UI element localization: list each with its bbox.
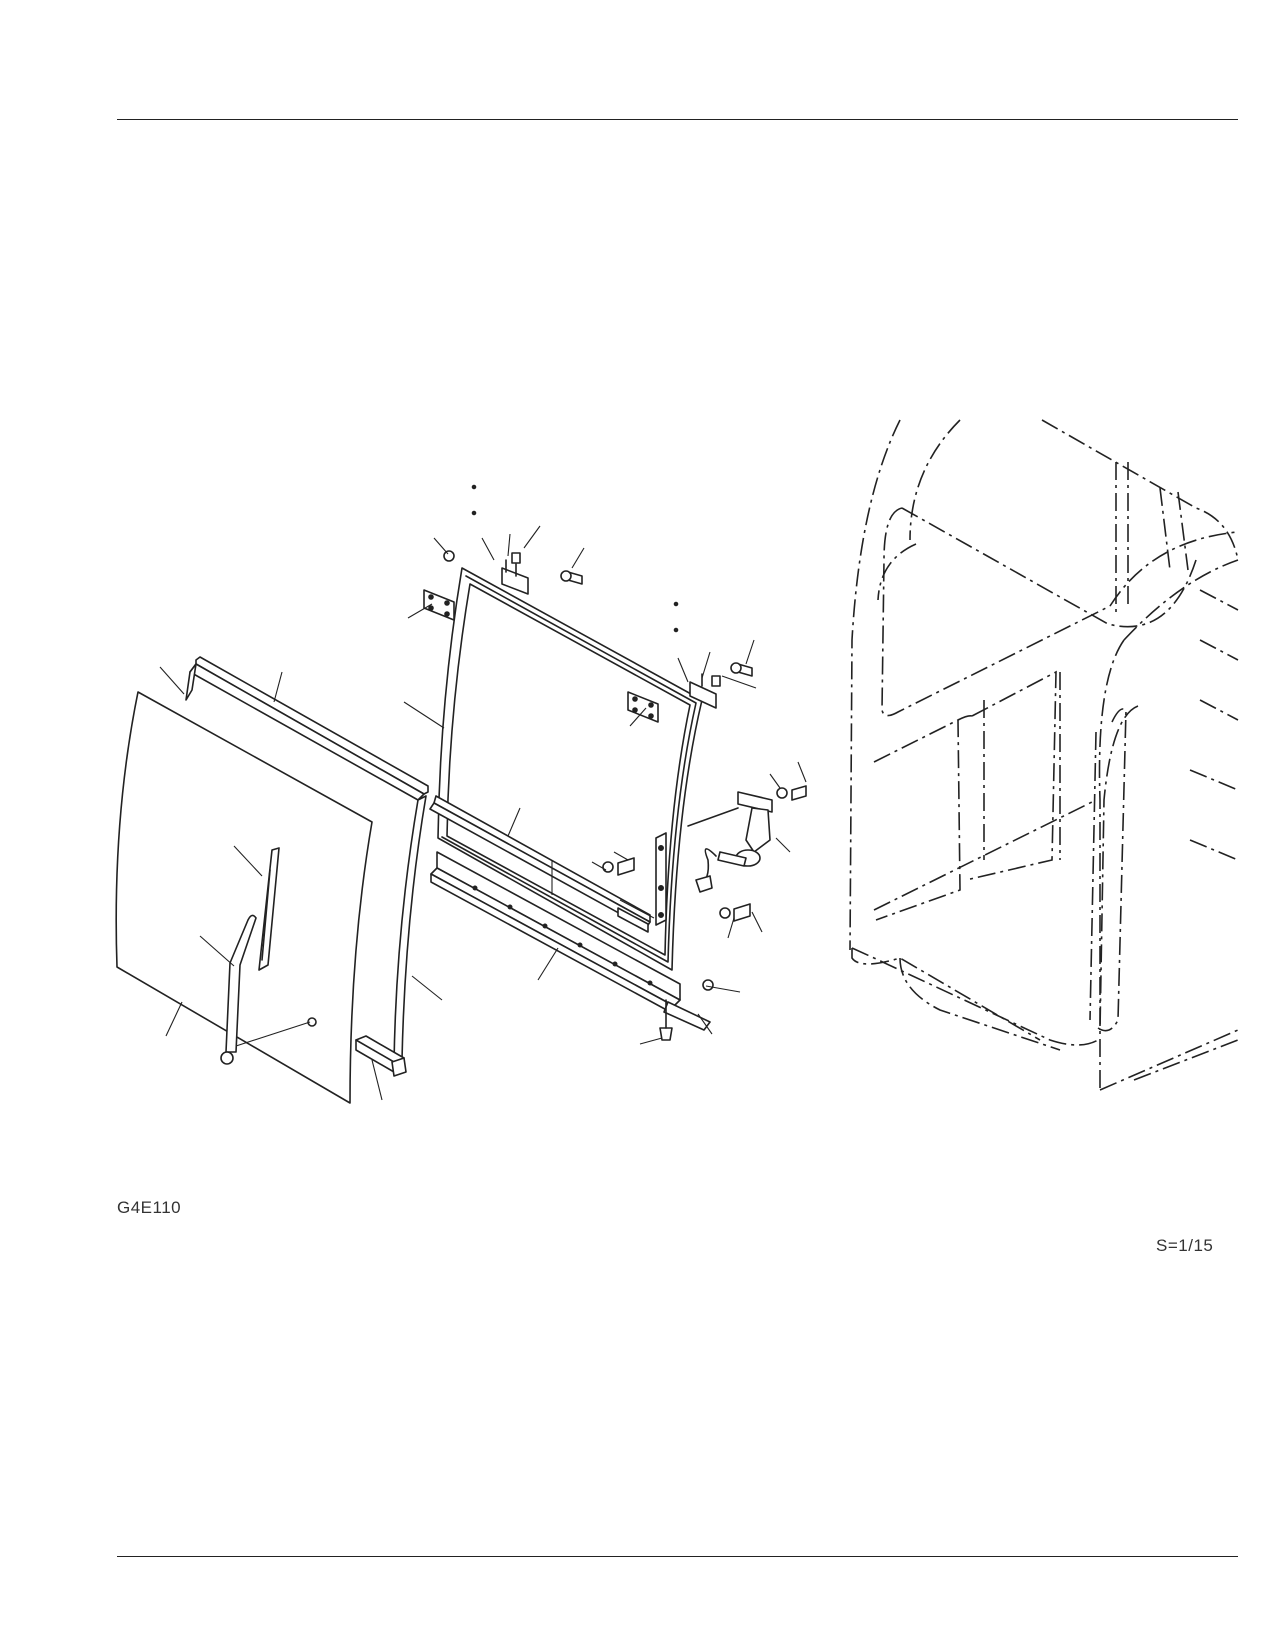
hinge-bracket-left <box>501 552 583 595</box>
figure-code: G4E110 <box>117 1198 182 1217</box>
window-frame <box>437 567 703 971</box>
leader-lines <box>159 525 807 1101</box>
hinge-bracket-right <box>689 662 753 709</box>
cab-phantom-outline <box>849 419 1239 1091</box>
footer-rule <box>117 1556 1238 1557</box>
wiper-motor <box>687 791 773 893</box>
glass-top-seal <box>185 656 429 801</box>
glass-guide-bar <box>429 795 655 933</box>
fasteners <box>443 484 807 1041</box>
lower-rail <box>430 851 711 1031</box>
header-rule <box>117 119 1238 120</box>
wiper-arm <box>220 914 317 1065</box>
front-glass-panel <box>115 691 373 1104</box>
wiper-blade <box>258 847 280 971</box>
hinge-plate-left <box>423 589 455 621</box>
glass-side-seal <box>355 795 427 1077</box>
side-mount-plate <box>655 832 667 926</box>
scale-label: S=1/15 <box>1156 1236 1214 1255</box>
hinge-plate-right <box>627 691 659 723</box>
